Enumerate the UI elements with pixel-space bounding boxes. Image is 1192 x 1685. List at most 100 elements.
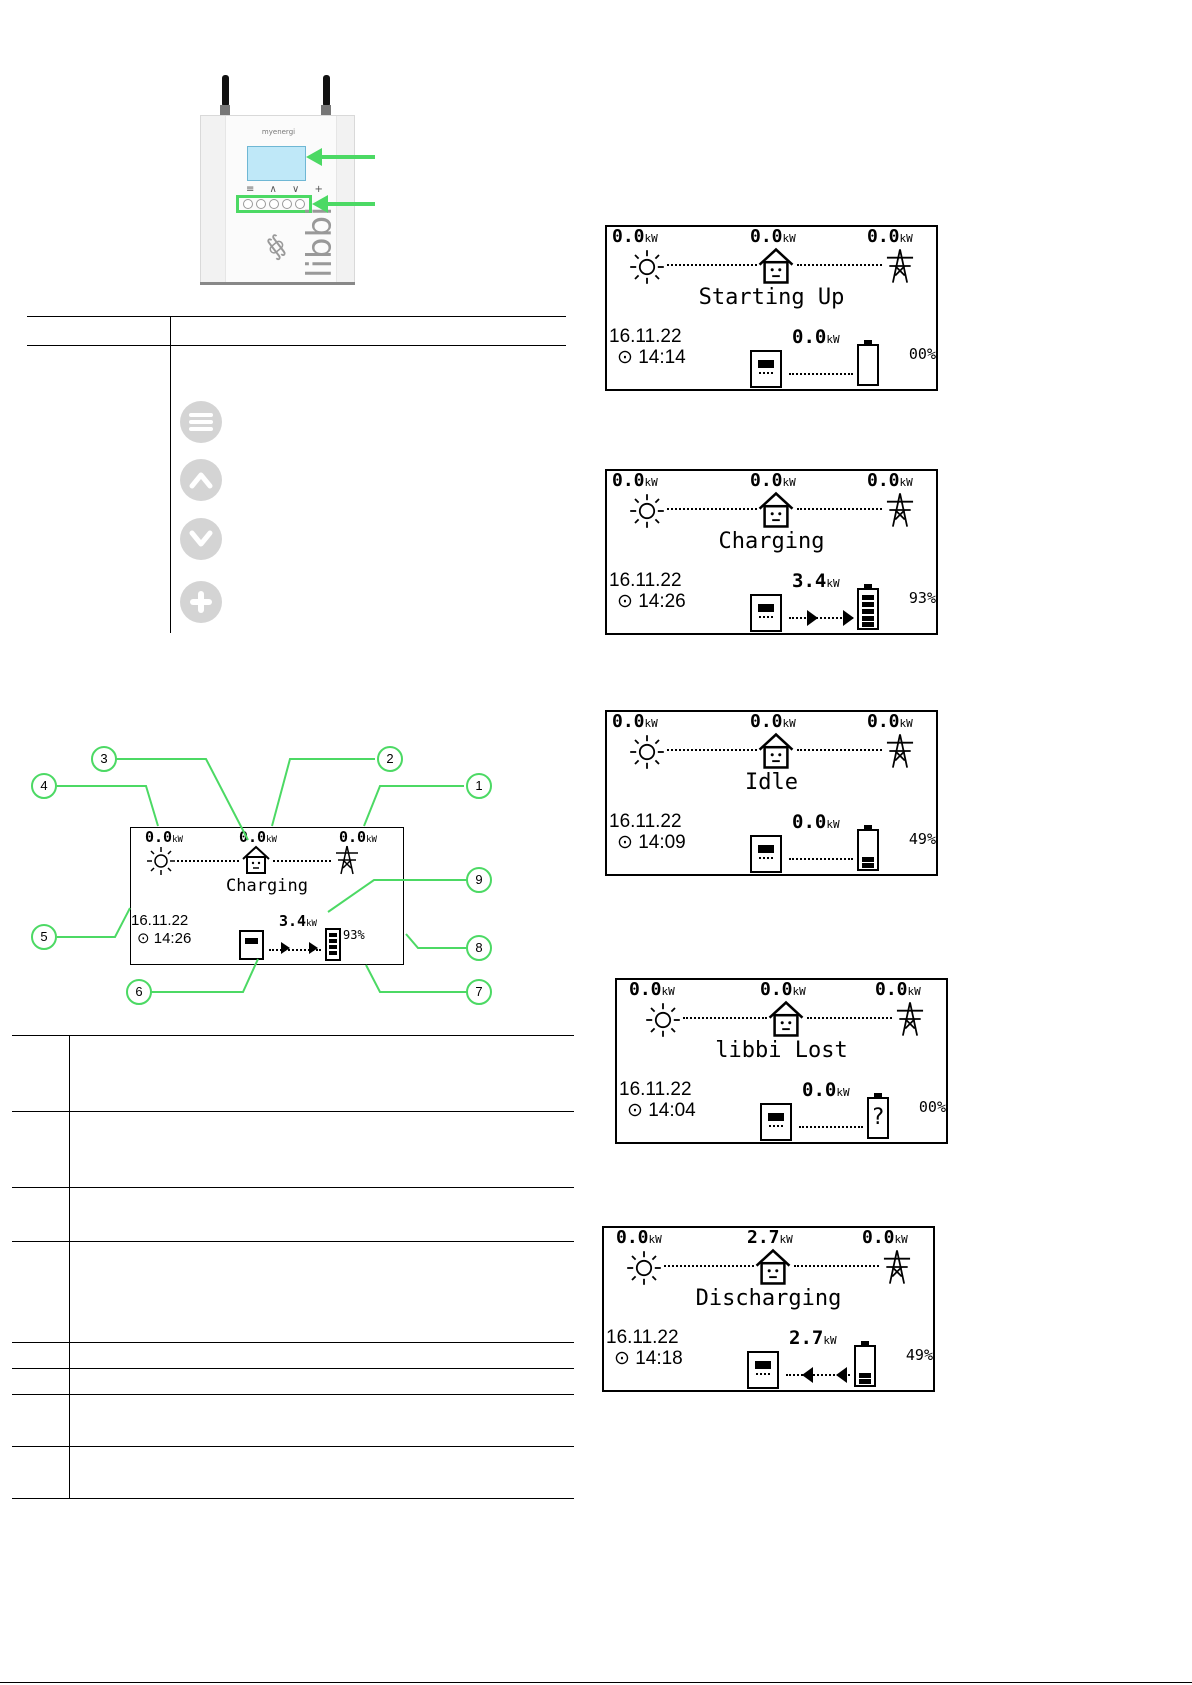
- legend-column-divider: [69, 1035, 70, 1498]
- battery-power: 0.0kW: [792, 812, 840, 835]
- legend-rule: [12, 1035, 574, 1036]
- callout-9: 9: [466, 867, 492, 893]
- up-button[interactable]: [180, 459, 222, 501]
- callout-3: 3: [91, 746, 117, 772]
- plus-icon: [190, 591, 212, 613]
- battery-icon: [857, 340, 879, 386]
- callout-2: 2: [377, 746, 403, 772]
- date-text: 16.11.22: [606, 1327, 679, 1348]
- inverter-unit-icon: [239, 930, 264, 960]
- legend-rule: [12, 1187, 574, 1188]
- solar-power: 0.0kW: [612, 227, 658, 249]
- arrow-line: [320, 155, 375, 159]
- battery-icon: [854, 1341, 876, 1387]
- house-power: 0.0kW: [760, 980, 806, 1002]
- unit-label: kW: [644, 717, 658, 730]
- pylon-icon: [883, 1250, 911, 1284]
- sun-icon: [630, 250, 664, 284]
- solar-power-value: 0.0: [145, 828, 173, 846]
- time-display: ⊙ 14:26: [617, 592, 686, 612]
- battery-power: 3.4kW: [279, 912, 317, 930]
- plus-button[interactable]: [180, 581, 222, 623]
- status-text: Charging: [718, 529, 825, 554]
- pylon-icon: [336, 845, 358, 875]
- battery-power-value: 2.7: [789, 1327, 824, 1349]
- battery-power: 0.0kW: [792, 327, 840, 350]
- arrow-head-icon: [312, 195, 328, 213]
- callout-6: 6: [126, 979, 152, 1005]
- unit-label: kW: [899, 232, 913, 245]
- grid-power: 0.0kW: [867, 712, 913, 734]
- grid-flow-line: [807, 1017, 892, 1019]
- solar-flow-line: [683, 1017, 767, 1019]
- battery-icon: [325, 928, 341, 961]
- grid-power: 0.0kW: [867, 227, 913, 249]
- clock-icon: ⊙: [627, 1100, 643, 1121]
- grid-power-value: 0.0: [875, 979, 908, 1000]
- menu-button[interactable]: [180, 401, 222, 443]
- house-power: 0.0kW: [239, 828, 277, 846]
- grid-flow-line: [794, 1265, 879, 1267]
- solar-power: 0.0kW: [616, 1228, 662, 1250]
- unit-label: kW: [792, 985, 806, 998]
- callout-lines: [57, 758, 470, 993]
- status-text: Idle: [745, 770, 798, 795]
- grid-power-value: 0.0: [339, 828, 367, 846]
- legend-rule: [12, 1368, 574, 1369]
- battery-power-value: 3.4: [792, 570, 827, 592]
- battery-flow-line: [789, 858, 853, 860]
- unit-label: kW: [266, 835, 277, 845]
- battery-power-value: 0.0: [802, 1079, 837, 1101]
- solar-power-value: 0.0: [612, 226, 645, 247]
- unit-label: kW: [899, 476, 913, 489]
- arrow-head-icon: [306, 148, 322, 166]
- grid-flow-line: [273, 860, 331, 862]
- unit-label: kW: [306, 919, 317, 929]
- clock-icon: ⊙: [137, 930, 150, 947]
- time-text: 14:18: [635, 1348, 683, 1369]
- battery-power: 2.7kW: [789, 1328, 837, 1351]
- house-power-value: 0.0: [750, 226, 783, 247]
- unit-label: kW: [172, 835, 183, 845]
- time-text: 14:14: [638, 347, 686, 368]
- legend-rule: [12, 1111, 574, 1112]
- battery-percent: 49%: [908, 830, 936, 848]
- down-button[interactable]: [180, 518, 222, 560]
- unit-label: kW: [899, 717, 913, 730]
- inverter-unit-icon: [750, 835, 782, 873]
- pylon-icon: [886, 493, 914, 527]
- flow-arrow-left-icon: [802, 1367, 813, 1383]
- antenna-base-right: [321, 105, 331, 115]
- legend-rule: [12, 1394, 574, 1395]
- date-text: 16.11.22: [609, 570, 682, 591]
- grid-power-value: 0.0: [867, 226, 900, 247]
- battery-flow-line: [789, 617, 853, 619]
- time-display: ⊙ 14:18: [614, 1349, 683, 1369]
- battery-unknown-icon: ?: [871, 1105, 885, 1130]
- table-column-divider: [170, 316, 171, 633]
- device-lcd: [247, 146, 306, 181]
- battery-percent: 00%: [908, 345, 936, 363]
- callout-5: 5: [31, 924, 57, 950]
- antenna-right: [323, 75, 330, 107]
- grid-power: 0.0kW: [867, 471, 913, 493]
- device-button: [255, 199, 266, 209]
- battery-icon: [857, 825, 879, 871]
- lcd-screen-idle: 0.0kW 0.0kW 0.0kW Idle 16.11.22 ⊙ 14:09 …: [605, 710, 938, 876]
- house-icon: [758, 491, 794, 528]
- time-text: 14:26: [638, 591, 686, 612]
- antenna-left: [222, 75, 229, 107]
- house-power: 0.0kW: [750, 227, 796, 249]
- unit-label: kW: [782, 717, 796, 730]
- legend-rule: [12, 1342, 574, 1343]
- house-icon: [758, 732, 794, 769]
- unit-label: kW: [823, 1334, 837, 1347]
- device-key-symbols: ≡ ∧ ∨ +: [246, 184, 329, 195]
- sun-icon: [627, 1251, 661, 1285]
- battery-percent: 00%: [918, 1098, 946, 1116]
- sun-icon: [630, 735, 664, 769]
- house-icon: [758, 247, 794, 284]
- solar-flow-line: [667, 264, 757, 266]
- solar-power: 0.0kW: [145, 828, 183, 846]
- legend-rule: [12, 1498, 574, 1499]
